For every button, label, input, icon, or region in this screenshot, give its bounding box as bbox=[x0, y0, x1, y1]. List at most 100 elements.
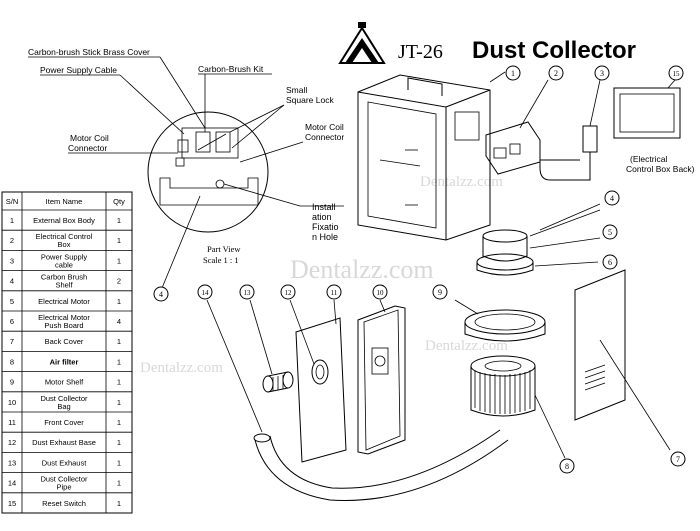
motor-shelf bbox=[454, 299, 546, 342]
label-part-view: Part View bbox=[207, 244, 241, 254]
front-cover bbox=[295, 299, 347, 463]
table-cell-qty: 1 bbox=[117, 216, 121, 225]
electrical-control-box-back: (Electrical Control Box Back) bbox=[613, 79, 695, 174]
table-cell-name: External Box Body bbox=[33, 216, 95, 225]
table-cell-qty: 1 bbox=[117, 479, 121, 488]
table-cell-qty: 2 bbox=[117, 277, 121, 286]
table-cell-sn: 14 bbox=[8, 479, 16, 488]
callout-number: 10 bbox=[377, 289, 385, 297]
callout-number: 4 bbox=[159, 290, 163, 299]
table-cell-qty: 1 bbox=[117, 499, 121, 508]
callout-number: 8 bbox=[565, 462, 569, 471]
table-cell-sn: 2 bbox=[10, 236, 14, 245]
table-header: Item Name bbox=[46, 197, 83, 206]
label-small-lock: Small bbox=[286, 85, 307, 95]
table-cell-name: Motor Shelf bbox=[45, 378, 84, 387]
table-cell-sn: 4 bbox=[10, 277, 14, 286]
watermark: Dentalzz.com bbox=[425, 338, 508, 354]
air-filter bbox=[470, 355, 566, 459]
callout-1: 1 bbox=[505, 65, 521, 81]
callout-15: 15 bbox=[668, 65, 684, 81]
callout-number: 7 bbox=[676, 455, 680, 464]
callout-number: 13 bbox=[244, 289, 252, 297]
leader-line bbox=[161, 195, 201, 289]
table-cell-sn: 8 bbox=[10, 357, 14, 366]
table-cell-sn: 3 bbox=[10, 256, 14, 265]
power-supply-cable bbox=[539, 79, 601, 181]
label-power-cable: Power Supply Cable bbox=[40, 65, 117, 75]
table-cell-sn: 6 bbox=[10, 317, 14, 326]
watermark: Dentalzz.com bbox=[140, 360, 223, 376]
callout-7: 7 bbox=[670, 451, 686, 467]
callout-number: 4 bbox=[610, 194, 614, 203]
table-cell-qty: 1 bbox=[117, 256, 121, 265]
table-cell-sn: 15 bbox=[8, 499, 16, 508]
callout-number: 12 bbox=[285, 289, 293, 297]
table-cell-qty: 1 bbox=[117, 297, 121, 306]
table-cell-sn: 12 bbox=[8, 438, 16, 447]
electrical-control-box bbox=[485, 79, 549, 175]
label-carbon-brush-cover: Carbon-brush Stick Brass Cover bbox=[28, 47, 150, 57]
back-cover bbox=[574, 269, 671, 451]
label-install-4: n Hole bbox=[312, 232, 338, 242]
label-install-2: ation bbox=[312, 212, 332, 222]
detail-labels: Carbon-brush Stick Brass Cover Power Sup… bbox=[28, 47, 344, 265]
table-cell-sn: 10 bbox=[8, 398, 16, 407]
table-cell-name: Dust Exhaust Base bbox=[32, 438, 96, 447]
table-cell-sn: 9 bbox=[10, 378, 14, 387]
table-header: Qty bbox=[113, 197, 125, 206]
product-title: Dust Collector bbox=[472, 37, 636, 64]
callout-number: 1 bbox=[511, 69, 515, 78]
label-install-3: Fixatio bbox=[312, 222, 339, 232]
electrical-motor bbox=[476, 209, 601, 276]
label-square-lock: Square Lock bbox=[286, 95, 334, 105]
callout-9: 9 bbox=[432, 284, 448, 300]
model-title: JT-26 bbox=[398, 41, 443, 63]
table-cell-name: Back Cover bbox=[45, 337, 84, 346]
callout-5: 5 bbox=[602, 224, 618, 240]
leader-line bbox=[539, 203, 601, 231]
table-cell-qty: 1 bbox=[117, 357, 121, 366]
table-cell-sn: 11 bbox=[8, 418, 16, 427]
callout-6: 6 bbox=[602, 254, 618, 270]
callout-8: 8 bbox=[559, 458, 575, 474]
callout-14: 14 bbox=[197, 284, 213, 300]
table-cell-name: Dust Exhaust bbox=[42, 458, 88, 467]
dust-exhaust-base bbox=[289, 299, 329, 385]
dust-collector-bag bbox=[357, 299, 406, 455]
callout-number: 11 bbox=[331, 289, 338, 297]
callout-2: 2 bbox=[548, 65, 564, 81]
table-cell-qty: 1 bbox=[117, 337, 121, 346]
table-cell-name: Air filter bbox=[50, 357, 79, 366]
table-cell-sn: 5 bbox=[10, 297, 14, 306]
callout-number: 2 bbox=[554, 69, 558, 78]
table-cell-sn: 13 bbox=[8, 458, 16, 467]
watermark: Dentalzz.com bbox=[290, 255, 434, 284]
table-cell-name: Electrical Motor bbox=[38, 297, 90, 306]
label-install-1: Install bbox=[312, 202, 336, 212]
callout-12: 12 bbox=[280, 284, 296, 300]
label-connector-right: Connector bbox=[305, 132, 344, 142]
label-motor-coil-left: Motor Coil bbox=[70, 133, 109, 143]
label-ecb-back-1: (Electrical bbox=[630, 154, 667, 164]
callout-number: 6 bbox=[608, 258, 612, 267]
label-carbon-brush-kit: Carbon-Brush Kit bbox=[198, 64, 264, 74]
table-cell-qty: 1 bbox=[117, 418, 121, 427]
label-scale: Scale 1 : 1 bbox=[203, 255, 239, 265]
watermark: Dentalzz.com bbox=[420, 174, 503, 190]
table-cell-qty: 1 bbox=[117, 398, 121, 407]
callout-10: 10 bbox=[372, 284, 388, 300]
callout-4: 4 bbox=[153, 286, 169, 302]
table-cell-qty: 1 bbox=[117, 236, 121, 245]
callout-number: 9 bbox=[438, 288, 442, 297]
label-connector-left: Connector bbox=[68, 143, 107, 153]
table-cell-qty: 1 bbox=[117, 438, 121, 447]
callout-number: 3 bbox=[600, 69, 604, 78]
callout-number: 15 bbox=[673, 70, 681, 78]
